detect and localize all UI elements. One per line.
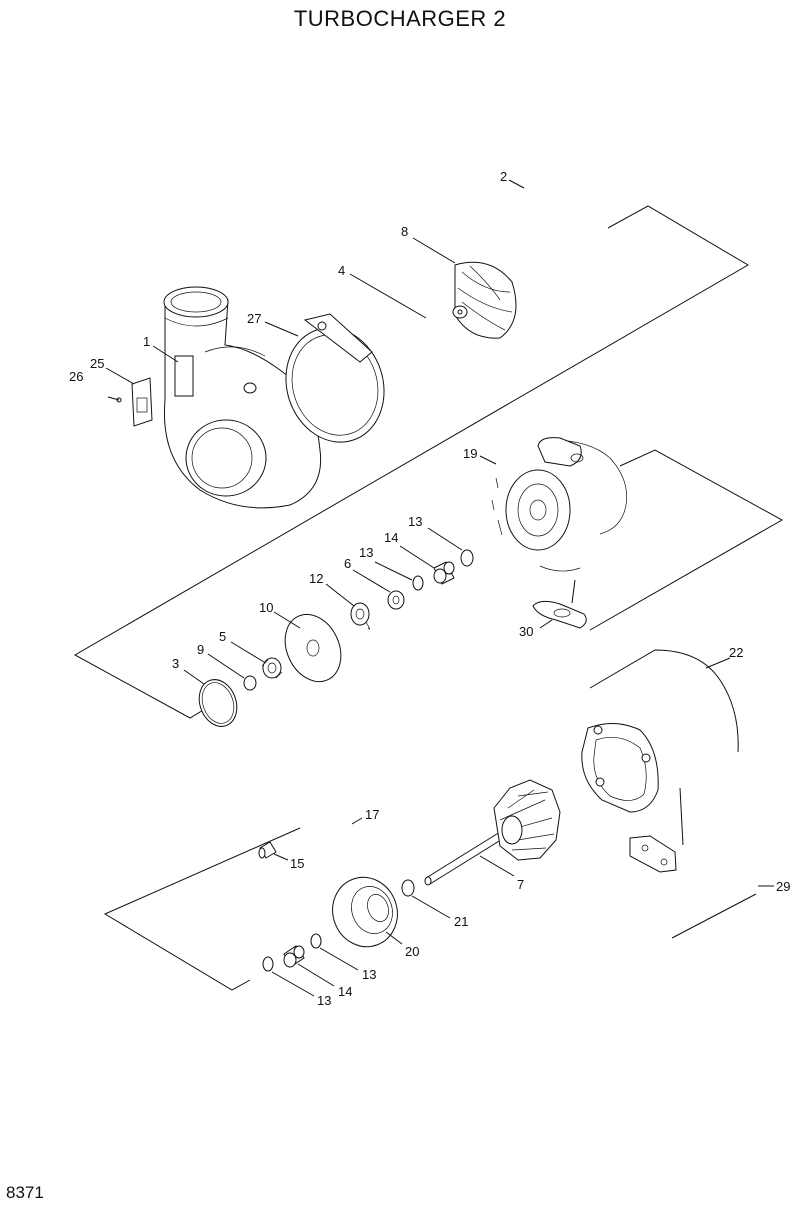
group-outline-middle <box>589 449 784 631</box>
thrust-collar-6 <box>387 590 405 610</box>
callout-4: 4 <box>338 263 345 278</box>
diagram-title: TURBOCHARGER 2 <box>293 6 507 31</box>
clamp-band <box>285 313 385 443</box>
snap-ring-13-mid <box>412 575 424 591</box>
turbine-wheel-shaft <box>424 779 561 886</box>
callout-27: 27 <box>247 311 261 326</box>
callout-17: 17 <box>365 807 379 822</box>
callout-14-upper: 14 <box>384 530 398 545</box>
journal-bearing-14-upper <box>433 561 455 585</box>
o-ring-3 <box>198 679 238 727</box>
callout-13-lower-left: 13 <box>317 993 331 1008</box>
callout-1: 1 <box>143 334 150 349</box>
callout-10: 10 <box>259 600 273 615</box>
thrust-spacer-5 <box>261 657 283 679</box>
callout-13-mid: 13 <box>359 545 373 560</box>
group-outline-upper <box>73 205 749 719</box>
callout-21: 21 <box>454 914 468 929</box>
callout-14-lower: 14 <box>338 984 352 999</box>
piston-ring-9 <box>243 675 257 691</box>
callout-labels: 2 8 4 27 1 25 26 19 13 14 13 6 12 10 5 9… <box>69 169 790 1008</box>
page-code: 8371 <box>6 1183 44 1202</box>
callout-26: 26 <box>69 369 83 384</box>
oil-drain-gasket <box>532 579 587 629</box>
turbine-housing <box>581 649 739 873</box>
name-plate <box>107 377 153 427</box>
leader-lines <box>105 179 774 997</box>
compressor-wheel <box>452 261 517 339</box>
callout-22: 22 <box>729 645 743 660</box>
callout-7: 7 <box>517 877 524 892</box>
callout-20: 20 <box>405 944 419 959</box>
callout-30: 30 <box>519 624 533 639</box>
plug-15 <box>258 841 277 859</box>
journal-bearing-14-lower <box>283 945 305 968</box>
snap-ring-13-lower-right <box>310 933 322 949</box>
snap-ring-13-upper <box>460 549 474 567</box>
callout-12: 12 <box>309 571 323 586</box>
callout-25: 25 <box>90 356 104 371</box>
callout-13-upper: 13 <box>408 514 422 529</box>
callout-9: 9 <box>197 642 204 657</box>
group-outline-lower <box>103 827 301 991</box>
callout-3: 3 <box>172 656 179 671</box>
callout-19: 19 <box>463 446 477 461</box>
callout-13-lower-right: 13 <box>362 967 376 982</box>
callout-2: 2 <box>500 169 507 184</box>
callout-8: 8 <box>401 224 408 239</box>
oil-deflector-10 <box>284 613 342 683</box>
heat-shield-20 <box>332 876 398 948</box>
seal-ring-21 <box>401 879 415 897</box>
center-housing <box>491 437 627 572</box>
thrust-bearing-12 <box>350 602 370 630</box>
snap-ring-13-lower-left <box>262 956 274 972</box>
callout-29: 29 <box>776 879 790 894</box>
callout-6: 6 <box>344 556 351 571</box>
compressor-housing <box>163 286 322 509</box>
callout-15: 15 <box>290 856 304 871</box>
callout-5: 5 <box>219 629 226 644</box>
